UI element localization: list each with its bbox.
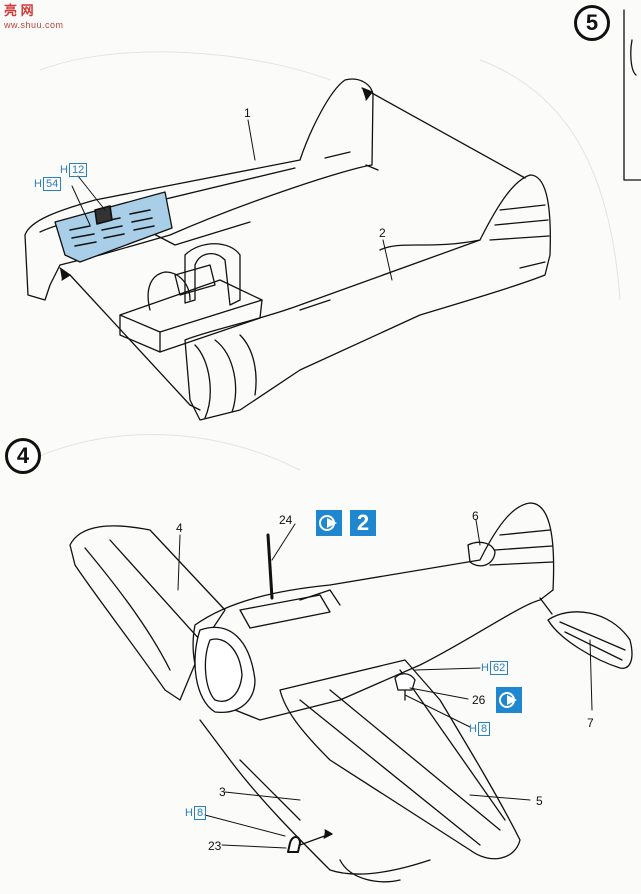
glue-arrow-icon — [319, 515, 337, 531]
part-callout-1: 1 — [244, 106, 251, 120]
step-number-4: 4 — [5, 438, 41, 474]
color-ref-prefix: H — [469, 723, 477, 735]
color-ref-number: 54 — [42, 177, 62, 191]
color-ref-prefix: H — [34, 178, 42, 190]
cement-badge — [316, 510, 342, 536]
bleed-through-ghost — [29, 51, 621, 471]
step-5-frame — [623, 9, 641, 181]
color-ref-number: 12 — [68, 163, 88, 177]
color-ref-number: 62 — [489, 661, 509, 675]
glue-arrow-icon — [499, 692, 517, 708]
color-ref-prefix: H — [60, 164, 68, 176]
part-callout-23: 23 — [208, 839, 222, 853]
watermark-logo: 亮 网 ww.shuu.com — [4, 4, 64, 32]
color-ref-number: 8 — [477, 722, 491, 736]
part-callout-6: 6 — [472, 509, 479, 523]
leader-lines — [71, 119, 593, 849]
part-23-arrow — [299, 829, 333, 846]
color-ref-prefix: H — [185, 807, 193, 819]
part-callout-3: 3 — [219, 785, 226, 799]
color-ref-prefix: H — [481, 662, 489, 674]
color-ref-number: 8 — [193, 806, 207, 820]
step-number-5: 5 — [574, 5, 610, 41]
step-4-aircraft-assembly — [69, 502, 633, 883]
part-callout-24: 24 — [279, 513, 293, 527]
part-callout-2: 2 — [379, 226, 386, 240]
part-callout-4: 4 — [176, 521, 183, 535]
watermark-url: ww.shuu.com — [4, 20, 64, 30]
step-5-assembly-arrows — [59, 87, 526, 411]
cockpit-panel-lines — [69, 205, 155, 247]
part-callout-5: 5 — [536, 794, 543, 808]
part-callout-7: 7 — [587, 716, 594, 730]
step-5-frame-detail — [630, 39, 637, 76]
part-callout-26: 26 — [472, 693, 486, 707]
cross-reference-step-badge: 2 — [350, 510, 376, 536]
part-2-fuselage-half — [184, 174, 551, 421]
cement-badge-26 — [496, 687, 522, 713]
watermark-title: 亮 网 — [4, 3, 34, 18]
